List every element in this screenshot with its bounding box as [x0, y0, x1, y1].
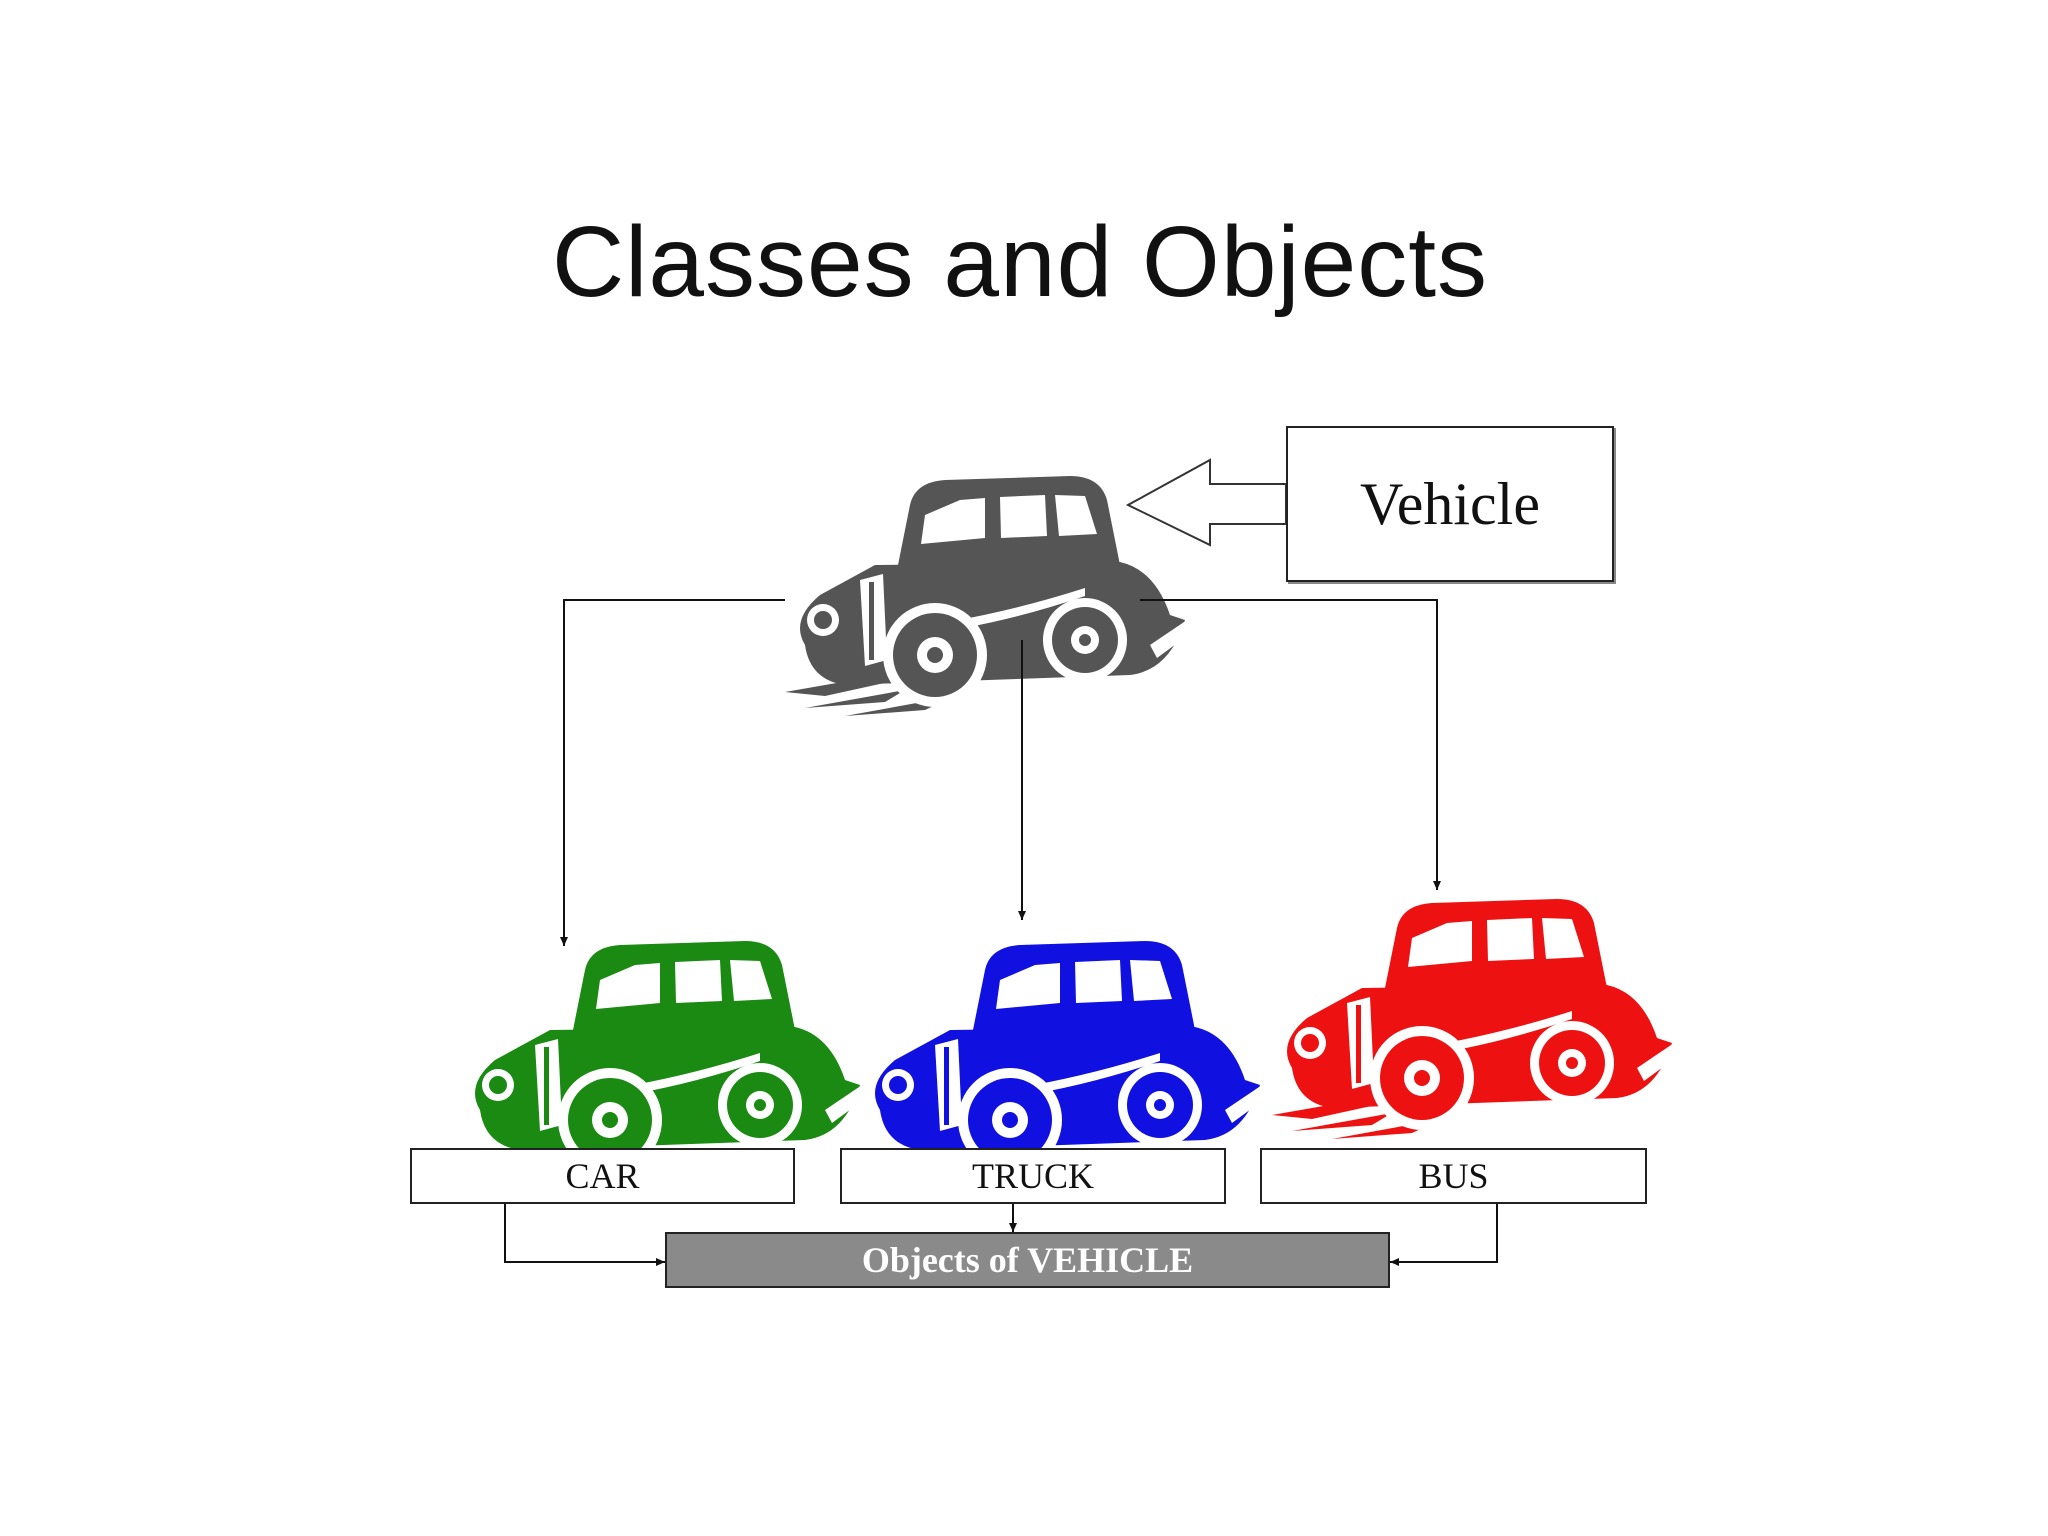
diagram-title: Classes and Objects — [551, 206, 1489, 318]
connector-bus — [1140, 599, 1441, 890]
class-vehicle-box: Vehicle — [1286, 426, 1614, 582]
object-bus-label: BUS — [1260, 1148, 1647, 1204]
link-bus-objects — [1390, 1204, 1498, 1266]
connector-car — [560, 599, 785, 946]
link-car-objects — [504, 1204, 665, 1266]
car-icon — [460, 941, 870, 1181]
object-truck-label: TRUCK — [840, 1148, 1226, 1204]
object-car-label: CAR — [410, 1148, 795, 1204]
bus-icon — [1272, 899, 1682, 1139]
class-arrow — [1125, 458, 1287, 547]
truck-icon — [860, 941, 1270, 1181]
parent-car-icon — [785, 476, 1195, 716]
objects-of-vehicle-bar: Objects of VEHICLE — [665, 1232, 1390, 1288]
